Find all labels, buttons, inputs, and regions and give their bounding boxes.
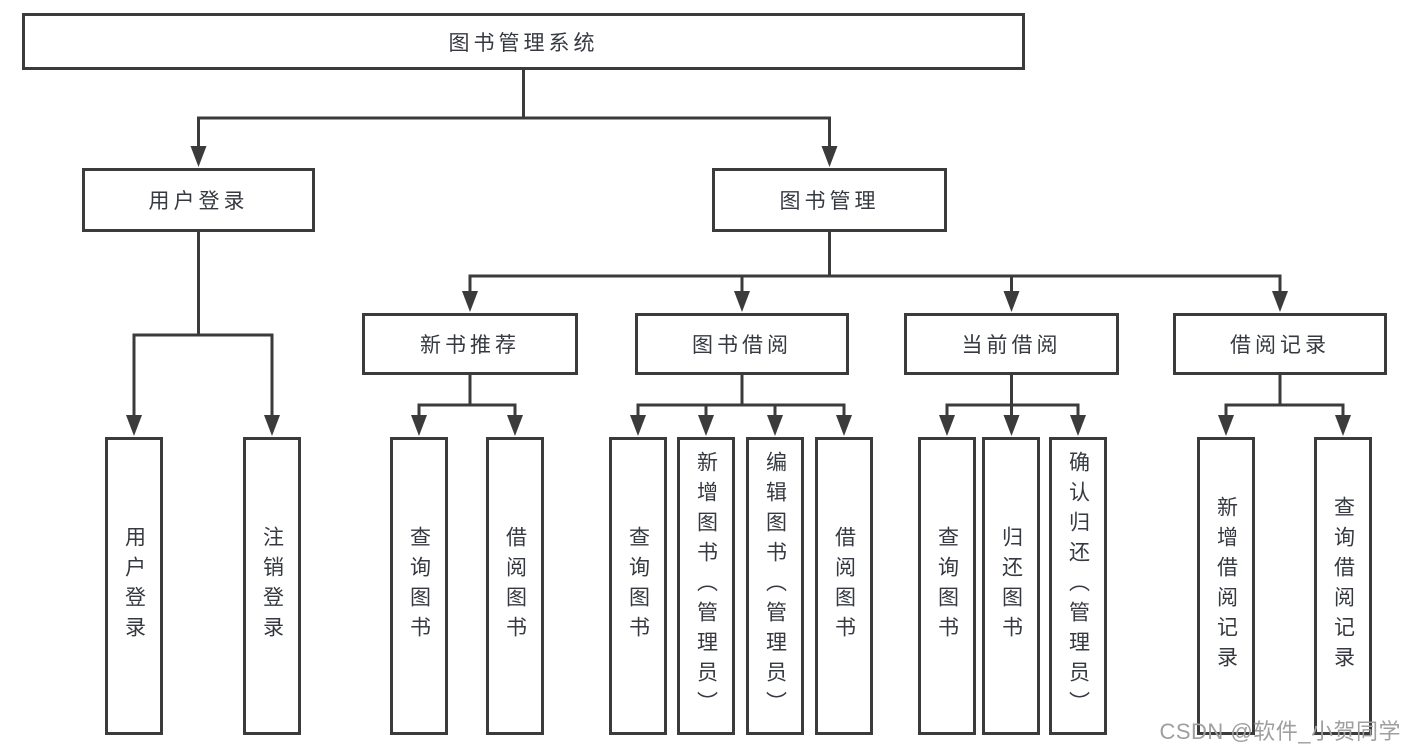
- csdn-watermark: CSDN @软件_小贺同学: [1159, 719, 1401, 744]
- leaf-label: 确认归还（管理员）: [1066, 451, 1090, 721]
- arrowhead: [126, 415, 142, 436]
- leaf-label: 归还图书: [999, 526, 1023, 646]
- arrowhead: [734, 291, 750, 312]
- leaf-label: 查询图书: [935, 526, 959, 646]
- node-user-login: 用户登录: [82, 168, 315, 232]
- node-leaf-confirm-return-admin: 确认归还（管理员）: [1049, 437, 1107, 735]
- node-leaf-borrow-books-recommend: 借阅图书: [486, 437, 544, 735]
- node-leaf-query-books-borrowing: 查询图书: [609, 437, 667, 735]
- leaf-label: 用户登录: [122, 526, 146, 646]
- leaf-label: 新增借阅记录: [1214, 496, 1238, 676]
- node-leaf-add-books-admin: 新增图书（管理员）: [677, 437, 735, 735]
- connector-current-borrowing-branches: [945, 375, 1080, 418]
- node-leaf-borrow-books-borrowing: 借阅图书: [815, 437, 873, 735]
- node-book-borrowing: 图书借阅: [635, 313, 849, 375]
- connector-root-branches: [197, 70, 831, 150]
- leaf-label: 借阅图书: [832, 526, 856, 646]
- node-new-book-recommend: 新书推荐: [362, 313, 578, 375]
- connector-new-book-recommend-branches: [417, 375, 517, 418]
- arrowhead: [507, 415, 523, 436]
- node-current-borrowing: 当前借阅: [904, 313, 1119, 375]
- node-leaf-edit-books-admin: 编辑图书（管理员）: [746, 437, 804, 735]
- arrowhead: [462, 291, 478, 312]
- arrowhead: [836, 415, 852, 436]
- arrowhead: [1272, 291, 1288, 312]
- node-leaf-query-books-current: 查询图书: [918, 437, 976, 735]
- arrowhead: [767, 415, 783, 436]
- arrowhead: [190, 146, 207, 167]
- connector-book-management-branches: [468, 232, 1282, 295]
- node-leaf-user-login: 用户登录: [105, 437, 163, 735]
- node-borrow-records: 借阅记录: [1173, 313, 1387, 375]
- leaf-label: 新增图书（管理员）: [694, 451, 718, 721]
- connector-user-login-branches: [132, 232, 274, 418]
- node-leaf-logout: 注销登录: [243, 437, 301, 735]
- node-root-system: 图书管理系统: [22, 13, 1025, 70]
- arrowhead: [1070, 415, 1086, 436]
- leaf-label: 借阅图书: [503, 526, 527, 646]
- arrowhead: [1218, 415, 1234, 436]
- connector-book-borrowing-branches: [636, 375, 846, 418]
- leaf-label: 查询图书: [626, 526, 650, 646]
- leaf-label: 编辑图书（管理员）: [763, 451, 787, 721]
- arrowhead: [1003, 291, 1020, 312]
- arrowhead: [698, 415, 714, 436]
- arrowhead: [821, 146, 838, 167]
- connector-borrow-records-branches: [1224, 375, 1345, 418]
- node-leaf-query-books-recommend: 查询图书: [390, 437, 448, 735]
- node-leaf-query-borrow-record: 查询借阅记录: [1314, 437, 1372, 735]
- node-leaf-add-borrow-record: 新增借阅记录: [1197, 437, 1255, 735]
- leaf-label: 注销登录: [260, 526, 284, 646]
- arrowhead: [939, 415, 955, 436]
- arrowhead: [1003, 415, 1020, 436]
- arrowhead: [264, 415, 280, 436]
- node-book-management: 图书管理: [712, 168, 947, 232]
- leaf-label: 查询图书: [407, 526, 431, 646]
- arrowhead: [411, 415, 427, 436]
- arrowhead: [630, 415, 646, 436]
- arrowhead: [1335, 415, 1351, 436]
- leaf-label: 查询借阅记录: [1331, 496, 1355, 676]
- node-leaf-return-books: 归还图书: [982, 437, 1040, 735]
